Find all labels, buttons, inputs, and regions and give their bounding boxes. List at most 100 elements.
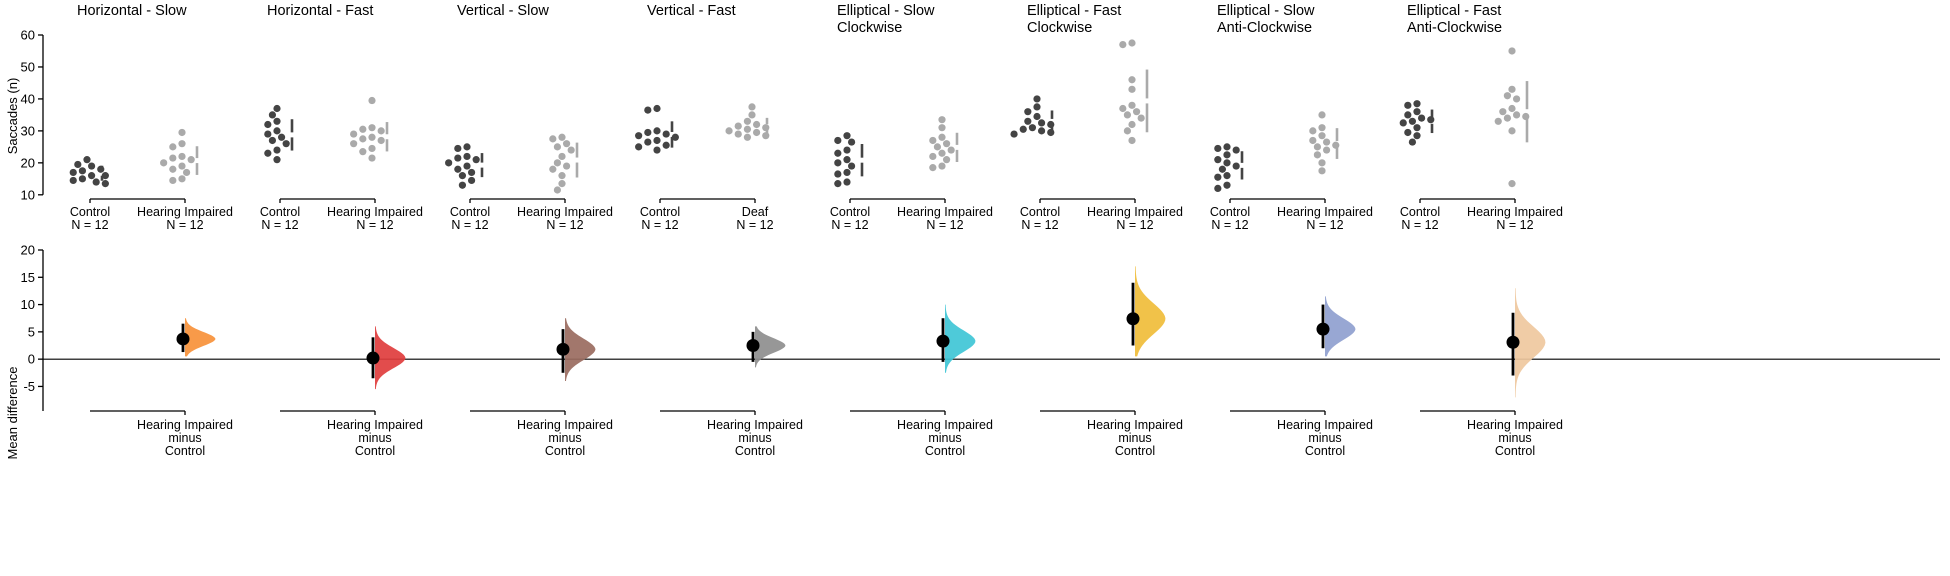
impaired-data-point xyxy=(734,122,742,130)
control-group-label: Control xyxy=(1020,205,1060,219)
control-data-point xyxy=(1033,103,1041,111)
impaired-data-point xyxy=(160,159,168,167)
panel-title: Elliptical - Fast xyxy=(1407,3,1501,19)
control-data-point xyxy=(834,170,842,178)
impaired-data-point xyxy=(938,149,946,157)
control-data-point xyxy=(662,141,670,149)
impaired-data-point xyxy=(359,125,367,133)
control-group-label: Control xyxy=(70,205,110,219)
impaired-group-n-label: N = 12 xyxy=(356,218,393,232)
impaired-data-point xyxy=(178,162,186,170)
control-data-point xyxy=(1019,125,1027,133)
impaired-data-point xyxy=(1128,76,1136,84)
bottom-y-tick-label: 0 xyxy=(28,352,35,367)
impaired-data-point xyxy=(169,154,177,162)
impaired-data-point xyxy=(359,148,367,156)
impaired-data-point xyxy=(1137,114,1145,122)
delta-label-line: Hearing Impaired xyxy=(517,418,613,432)
control-data-point xyxy=(1413,132,1421,140)
impaired-group-label: Deaf xyxy=(742,205,769,219)
impaired-data-point xyxy=(553,159,562,167)
impaired-data-point xyxy=(553,143,562,151)
control-data-point xyxy=(74,160,82,169)
impaired-data-point xyxy=(1318,111,1326,119)
impaired-data-point xyxy=(178,140,186,148)
control-data-point xyxy=(1223,151,1231,159)
control-data-point xyxy=(653,136,661,145)
impaired-group-n-label: N = 12 xyxy=(166,218,203,232)
control-data-point xyxy=(644,138,652,146)
control-data-point xyxy=(671,133,679,141)
impaired-data-point xyxy=(1318,167,1326,175)
control-data-point xyxy=(847,162,856,170)
impaired-group-label: Hearing Impaired xyxy=(517,205,613,219)
impaired-data-point xyxy=(1123,111,1132,119)
control-data-point xyxy=(273,146,281,154)
impaired-data-point xyxy=(1318,132,1326,140)
control-data-point xyxy=(1214,184,1222,193)
impaired-data-point xyxy=(350,130,358,138)
impaired-data-point xyxy=(187,156,195,164)
top-y-tick-label: 20 xyxy=(21,155,35,170)
impaired-data-point xyxy=(1119,104,1127,113)
control-data-point xyxy=(454,144,462,153)
delta-label-line: Control xyxy=(545,444,585,458)
control-data-point xyxy=(69,176,77,185)
control-data-point xyxy=(1037,127,1046,135)
control-data-point xyxy=(653,127,661,135)
impaired-data-point xyxy=(1512,111,1521,119)
control-data-point xyxy=(847,138,856,146)
control-group-n-label: N = 12 xyxy=(1021,218,1058,232)
impaired-data-point xyxy=(1128,85,1136,93)
impaired-data-point xyxy=(368,154,376,162)
bootstrap-distribution xyxy=(755,326,786,368)
control-data-point xyxy=(653,104,661,113)
delta-label-line: Control xyxy=(1495,444,1535,458)
delta-label-line: Control xyxy=(1305,444,1345,458)
mean-difference-point xyxy=(936,334,950,348)
impaired-data-point xyxy=(350,140,358,148)
control-data-point xyxy=(268,136,277,145)
impaired-data-point xyxy=(1119,40,1127,49)
control-group-n-label: N = 12 xyxy=(261,218,298,232)
control-data-point xyxy=(1223,143,1231,151)
control-data-point xyxy=(1033,95,1041,103)
control-data-point xyxy=(78,167,87,175)
delta-label-line: Hearing Impaired xyxy=(327,418,423,432)
impaired-data-point xyxy=(734,130,742,138)
control-data-point xyxy=(264,120,272,129)
impaired-data-point xyxy=(368,144,376,153)
control-data-point xyxy=(87,162,96,170)
control-data-point xyxy=(834,149,842,157)
control-data-point xyxy=(834,180,842,188)
control-data-point xyxy=(1037,119,1046,127)
control-data-point xyxy=(78,175,87,183)
panel-title: Vertical - Slow xyxy=(457,3,549,19)
impaired-data-point xyxy=(368,96,376,105)
control-data-point xyxy=(445,159,453,167)
impaired-data-point xyxy=(359,135,367,143)
control-data-point xyxy=(273,104,281,113)
impaired-data-point xyxy=(1128,120,1136,129)
impaired-data-point xyxy=(558,172,566,180)
mean-difference-point xyxy=(176,332,190,346)
impaired-data-point xyxy=(1309,136,1317,145)
control-data-point xyxy=(1218,165,1227,173)
impaired-data-point xyxy=(938,162,946,170)
mean-difference-point xyxy=(746,339,760,353)
control-group-n-label: N = 12 xyxy=(1211,218,1248,232)
control-group-label: Control xyxy=(830,205,870,219)
control-data-point xyxy=(264,149,272,157)
impaired-data-point xyxy=(933,143,942,151)
mean-difference-point xyxy=(366,351,380,365)
panel-title: Elliptical - Slow xyxy=(1217,3,1315,19)
impaired-data-point xyxy=(1128,136,1136,145)
impaired-data-point xyxy=(752,128,761,137)
bottom-y-tick-label: 20 xyxy=(21,243,35,258)
impaired-data-point xyxy=(377,136,385,145)
impaired-data-point xyxy=(748,111,756,119)
control-data-point xyxy=(1232,146,1240,154)
control-data-point xyxy=(463,143,471,151)
control-data-point xyxy=(458,172,467,180)
bootstrap-distribution xyxy=(565,318,596,381)
